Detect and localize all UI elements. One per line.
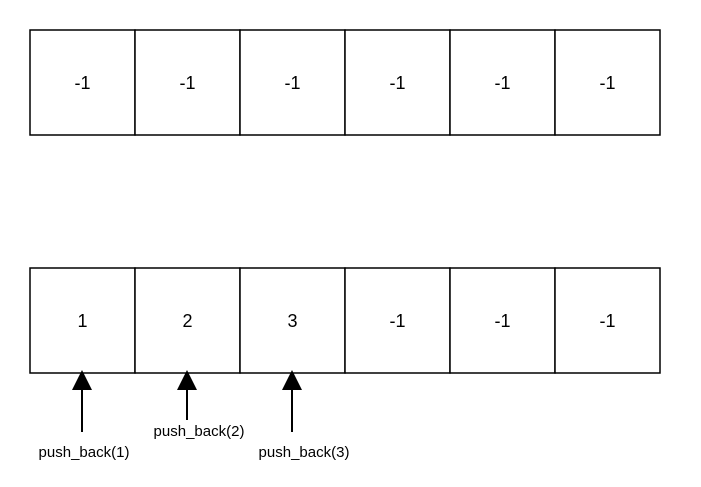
array-cell-box [134, 267, 241, 374]
array-cell-value: 3 [287, 311, 297, 331]
array-cell-box [554, 29, 661, 136]
operations: push_back(1) push_back(2) push_back(3) [39, 370, 350, 461]
push-back-operation: push_back(1) [39, 370, 130, 461]
array-cell: 3 [239, 267, 346, 374]
array-cell-box [134, 29, 241, 136]
array-cell-box [344, 29, 451, 136]
array-cell: -1 [449, 267, 556, 374]
array-cell: -1 [344, 267, 451, 374]
push-back-operation: push_back(2) [154, 370, 245, 440]
array-cell-value: -1 [389, 311, 405, 331]
array-cell-value: -1 [284, 73, 300, 93]
push-back-label: push_back(1) [39, 444, 130, 461]
push-back-label: push_back(3) [259, 444, 350, 461]
array-cell: 2 [134, 267, 241, 374]
initial-array: -1 -1 -1 -1 -1 -1 [29, 29, 661, 136]
array-cell: -1 [554, 29, 661, 136]
array-cell-value: -1 [74, 73, 90, 93]
array-cell: -1 [239, 29, 346, 136]
array-cell-value: -1 [494, 73, 510, 93]
array-cell-value: -1 [179, 73, 195, 93]
array-cell-value: -1 [599, 311, 615, 331]
array-cell-value: -1 [599, 73, 615, 93]
array-cell: 1 [29, 267, 136, 374]
array-cell-value: 2 [182, 311, 192, 331]
array-cell-value: -1 [494, 311, 510, 331]
array-cell: -1 [554, 267, 661, 374]
array-cell: -1 [344, 29, 451, 136]
array-cell-box [554, 267, 661, 374]
push-back-operation: push_back(3) [259, 370, 350, 461]
array-cell-value: 1 [77, 311, 87, 331]
push-back-label: push_back(2) [154, 423, 245, 440]
array-cell: -1 [29, 29, 136, 136]
array-cell: -1 [449, 29, 556, 136]
array-cell: -1 [134, 29, 241, 136]
array-cell-box [29, 29, 136, 136]
after-push-array: 1 2 3 -1 -1 -1 [29, 267, 661, 374]
array-cell-box [449, 29, 556, 136]
array-cell-box [344, 267, 451, 374]
array-cell-box [239, 29, 346, 136]
array-cell-value: -1 [389, 73, 405, 93]
